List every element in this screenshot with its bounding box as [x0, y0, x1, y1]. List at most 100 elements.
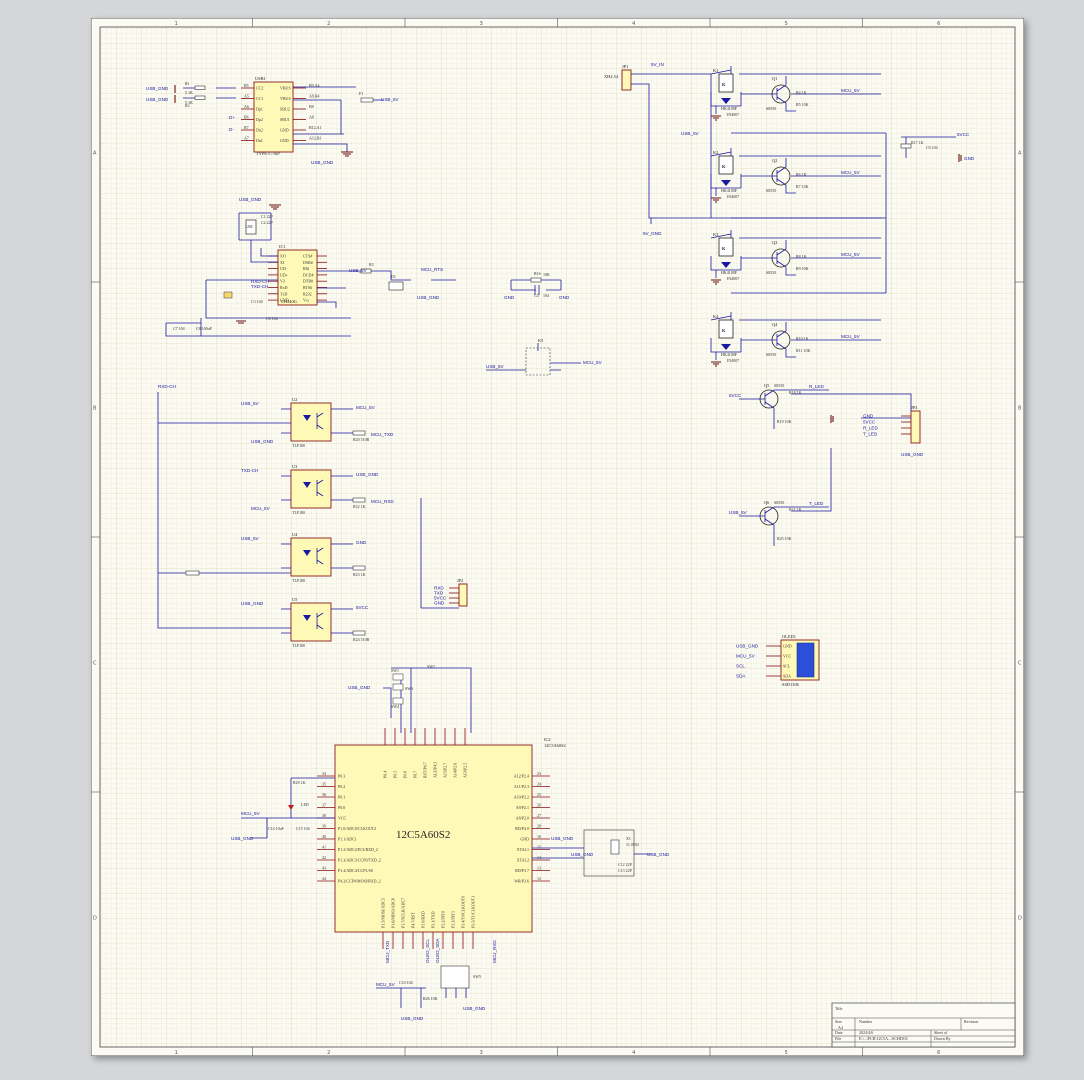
usb-label-10: D-: [229, 127, 234, 132]
x1-cap-1: C13 22P: [618, 868, 633, 873]
opto-net: MCU_5V: [356, 405, 376, 410]
opto-net: TXD-CH: [241, 468, 258, 473]
mcu-decoupling[interactable]: MCU_5V USB_GND C14 10uF C15 104 LED R29 …: [231, 777, 335, 841]
relay-diode: [721, 98, 731, 104]
zone-right-C: C: [1018, 661, 1022, 667]
mcu-left-pin-name: VCC: [338, 816, 347, 821]
bottom-label-9: MCU_TXD: [385, 940, 390, 963]
oled-pin-name: SCL: [783, 664, 791, 669]
mcu-top-pin-name: P0.6: [403, 771, 408, 778]
usb-label-8: USB_GND: [311, 160, 334, 165]
mcu-bottom-pin-name: P3.0/RXD: [421, 911, 426, 928]
opto-designator: U5: [292, 597, 298, 602]
rc-label-2: GND: [504, 295, 515, 300]
jp3-pin-net: T_LED: [863, 432, 878, 437]
jp2-pin-name: GND: [434, 601, 445, 606]
mcu-left-pin-name: P1.3/ADC3/CCP0/TXD_2: [338, 858, 381, 863]
relay-designator: K1: [713, 68, 718, 73]
sw-label-2: SW3: [405, 686, 413, 691]
mcu-left-pin-num: 36: [322, 792, 326, 797]
relay-coil-letter: K: [722, 328, 726, 333]
ch340-left-pin-name: XO: [280, 254, 286, 259]
k5-designator: K5: [538, 338, 544, 343]
tb-number-label: Number: [859, 1019, 873, 1024]
oled-module[interactable]: OLED1 SSD1306 GNDUSB_GNDVCCMCU_5VSCLSCLS…: [736, 634, 820, 687]
gnd-symbol: [711, 197, 721, 203]
usb-right-pin-name: GND: [280, 128, 289, 133]
relay-diode: [721, 344, 731, 350]
transistor-rb: R10 1K: [796, 336, 809, 341]
sw-label-3: SW4: [391, 704, 399, 709]
mcu-left-pin-num: 44: [322, 876, 326, 881]
mcu-right-pin-name: WR/P3.6: [514, 879, 529, 884]
rc-label-4: 10K: [543, 272, 550, 277]
bottom-label-2: R26 10K: [423, 996, 438, 1001]
ch340-label-4: MCU_RTS: [421, 267, 443, 272]
mcu-left-pin-num: 37: [322, 803, 326, 808]
title-block: Title Size A4 Number Revision Date 2024/…: [831, 1002, 1016, 1048]
mcu-bottom-pin-name: P1.7/SCLK/ADC7: [401, 898, 406, 928]
relay-extra-0: R17 1K: [911, 140, 924, 145]
transistor-re: R11 10K: [796, 348, 811, 353]
mcu-left-pin-name: P1.0/ADC0/CLKOUT2: [338, 826, 376, 831]
k5-net-1: MCU_5V: [583, 360, 603, 365]
zone-right-A: A: [1018, 151, 1022, 157]
opto-body: [290, 469, 332, 509]
mcu-left-pin-num: 38: [322, 813, 326, 818]
reset-switch[interactable]: K5 USB_5V MCU_5V: [486, 338, 603, 376]
opto-net: USB_5V: [241, 401, 260, 406]
tb-date-label: Date: [835, 1030, 843, 1035]
oled-pin-net: MCU_5V: [736, 654, 756, 659]
mcu-right-pin-num: 23: [537, 771, 541, 776]
relay-section[interactable]: JP1 XH2.54 5V_IN 5V_GND 5VCC R17 1K C9 1…: [604, 62, 975, 367]
ch340-left-pin-name: UD+: [280, 272, 289, 277]
usb-right-pin-name: SBU1: [280, 117, 290, 122]
mcu-bottom-pin-name: P4.7/RST: [411, 912, 416, 928]
opto-section[interactable]: RXD-CH U2TLP180USB_5VMCU_5VMCU_TXDUSB_GN…: [157, 384, 468, 648]
relay-power-net: 5VCC: [957, 132, 970, 137]
mcu-right-pin-num: 15: [537, 845, 541, 850]
misc-rc[interactable]: R16 C4 GND GND 10K 104: [504, 271, 570, 300]
oled-pin-net: USB_GND: [736, 644, 759, 649]
bottom-parts[interactable]: MCU_5V C10 104 R26 10K USB_GND SW5 USB_G…: [376, 938, 497, 1021]
mcu-crystal[interactable]: X1 11.0592 C12 22P C13 22P USB_GND USB_G…: [532, 829, 670, 877]
zone-bottom-3: 3: [480, 1050, 483, 1056]
ch340-cap-5: C8 100uF: [196, 326, 213, 331]
ch340-cap-2: C3 104: [251, 299, 263, 304]
ch340-cap-1: C2 22P: [261, 220, 274, 225]
jp2-pin-name: TXD: [434, 591, 444, 596]
mcu-ic[interactable]: 12C5A60S2 IC2 12C5A60S2 P0.334P0.235P0.1…: [317, 728, 566, 949]
zone-bottom-5: 5: [785, 1050, 788, 1056]
ch340-label-3: D1: [391, 274, 396, 279]
relay-coil: [718, 237, 734, 257]
mcu-right-pin-name: A11/P2.3: [514, 784, 529, 789]
rc-label-0: R16: [534, 271, 541, 276]
jp2-designator: JP2: [457, 578, 463, 583]
drawing-area: [99, 26, 1016, 1048]
usb-connector[interactable]: USB1 TYPE-C-16P CC2B5CC1A5Dp1A6Dp2B6Dn2B…: [146, 76, 400, 165]
ch340-ic[interactable]: IC1 CH340G XOXIUD-UD+V3RxDTxDGNDCTS#DSR#…: [165, 197, 456, 337]
transistor-type: S8550: [766, 106, 776, 111]
opto-body: [290, 402, 332, 442]
mcu-left-pin-name: P1.2/ADC2/ECI/RXD_2: [338, 847, 378, 852]
usb-left-pin-num: B7: [244, 125, 249, 130]
usb-left-pin-num: A7: [244, 136, 249, 141]
relay-extra-3: USB_5V: [681, 131, 700, 136]
opto-resistor-label: R22 1K: [353, 504, 366, 509]
opto-resistor: [352, 497, 366, 503]
mcu-right-pin-num: 25: [537, 792, 541, 797]
dip-switches[interactable]: SW1 SW2 SW3 SW4 USB_GND: [348, 664, 472, 733]
zone-right-D: D: [1018, 916, 1022, 922]
